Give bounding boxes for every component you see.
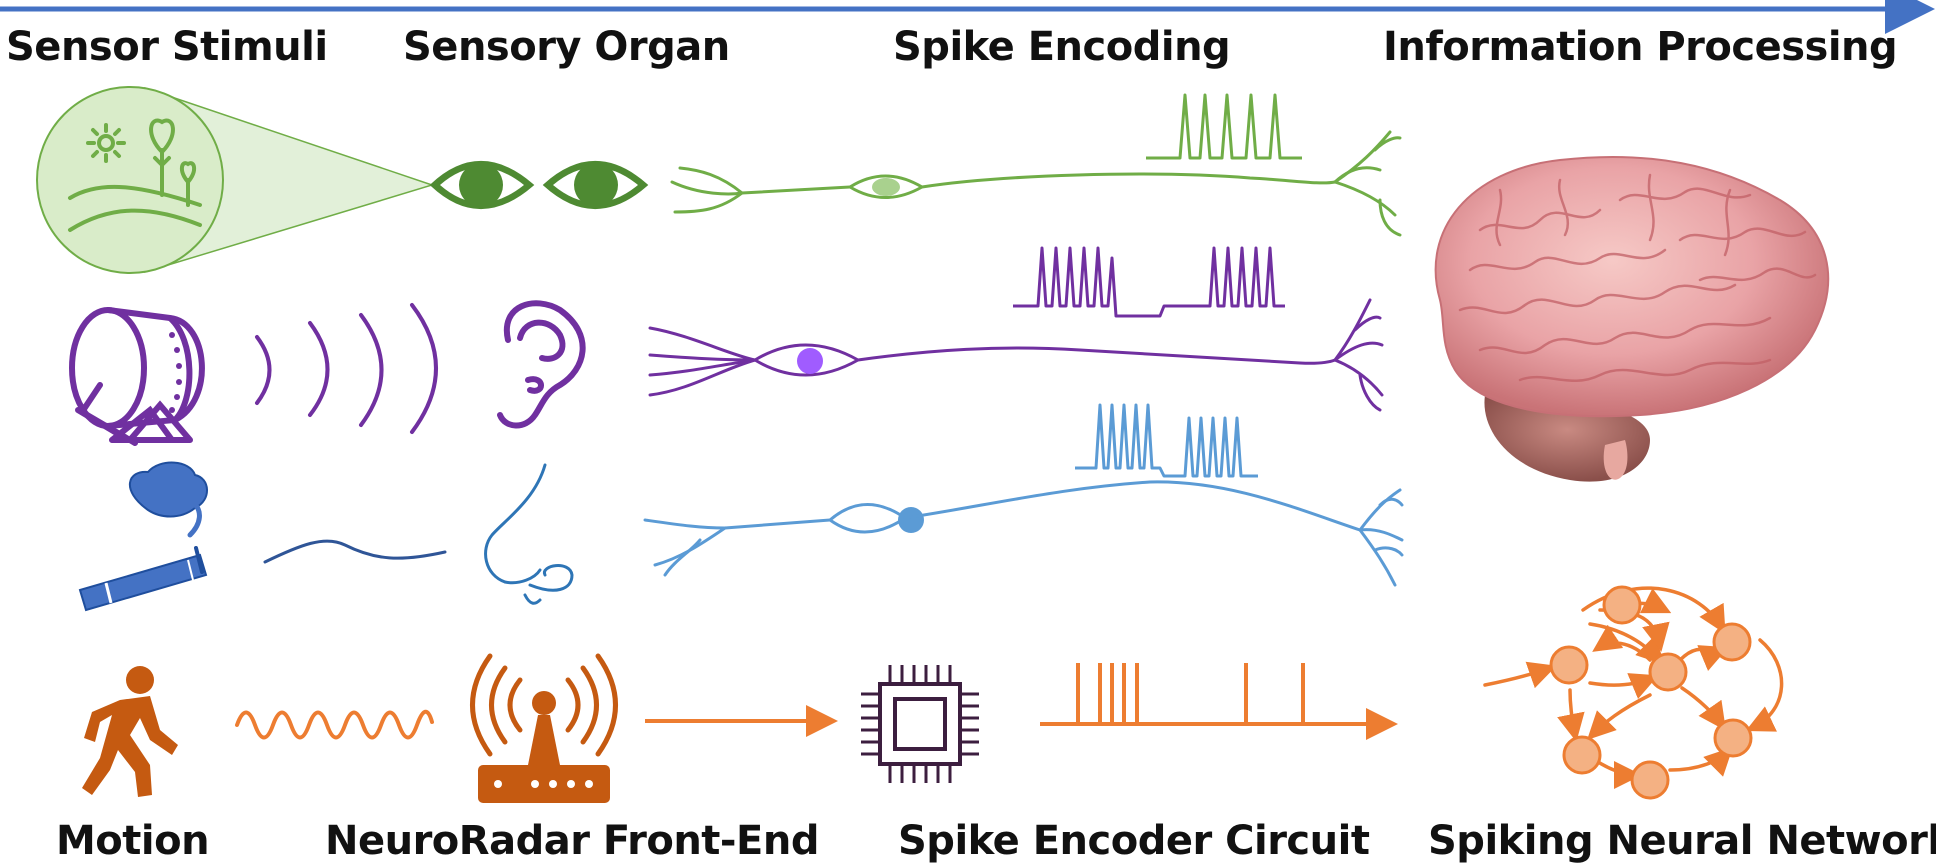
encoder-spike-output bbox=[1040, 663, 1398, 740]
smell-spike-train bbox=[1075, 403, 1258, 478]
eyes-icon bbox=[429, 161, 649, 209]
header-spike-encoding: Spike Encoding bbox=[893, 24, 1231, 70]
hearing-row bbox=[69, 246, 1384, 446]
header-information-processing: Information Processing bbox=[1383, 24, 1898, 70]
ear-icon bbox=[497, 300, 586, 429]
landscape-icon bbox=[36, 86, 224, 274]
sound-waves bbox=[255, 303, 438, 434]
walking-person-icon bbox=[82, 666, 178, 797]
smell-neuron bbox=[643, 480, 1404, 587]
drum-icon bbox=[69, 307, 205, 446]
spiking-network-icon bbox=[1483, 585, 1784, 800]
radar-wave bbox=[235, 709, 434, 740]
vision-neuron bbox=[670, 130, 1402, 237]
nose-icon bbox=[484, 463, 574, 605]
odor-trail bbox=[263, 539, 447, 564]
hearing-spike-train bbox=[1013, 246, 1285, 318]
brain-icon bbox=[1434, 155, 1830, 482]
cigarette-icon bbox=[78, 461, 208, 612]
header-sensor-stimuli: Sensor Stimuli bbox=[6, 24, 328, 70]
vision-row bbox=[36, 86, 1402, 274]
smell-row bbox=[78, 403, 1404, 612]
label-motion: Motion bbox=[56, 818, 210, 864]
hearing-neuron bbox=[648, 298, 1384, 412]
header-sensory-organ: Sensory Organ bbox=[403, 24, 730, 70]
router-antenna-icon bbox=[470, 653, 618, 803]
label-spike-encoder-circuit: Spike Encoder Circuit bbox=[898, 818, 1370, 864]
radar-row bbox=[82, 585, 1784, 803]
label-neuroradar-front-end: NeuroRadar Front-End bbox=[325, 818, 819, 864]
label-spiking-neural-network: Spiking Neural Network bbox=[1428, 818, 1936, 864]
chip-icon bbox=[861, 665, 979, 783]
vision-spike-train bbox=[1146, 93, 1302, 160]
